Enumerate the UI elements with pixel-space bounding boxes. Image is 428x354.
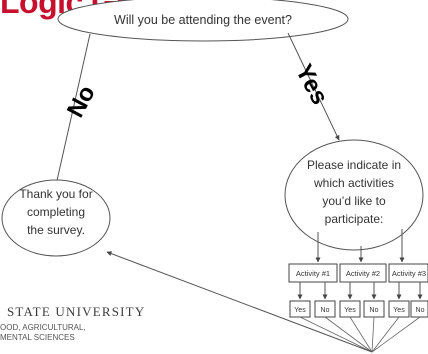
no-branch-arrow: [54, 33, 91, 186]
activity-3-label: Activity #3: [392, 269, 426, 278]
university-name: STATE UNIVERSITY: [7, 304, 146, 319]
activity-1-yes-label: Yes: [294, 307, 306, 314]
thank-you-node: [1, 179, 111, 257]
no-branch-label: No: [62, 81, 101, 122]
yes-branch-arrow: [287, 32, 340, 141]
activity-1-box: [288, 263, 338, 283]
activity-2-no-label: No: [370, 307, 379, 314]
return-line-3: [349, 316, 373, 353]
yes-branch-label: Yes: [290, 60, 333, 109]
return-line-2: [324, 316, 373, 353]
return-line-5: [371, 316, 400, 353]
return-line-6: [371, 316, 421, 353]
prompt-line-1: Please indicate in: [307, 158, 401, 172]
activity-2-label: Activity #2: [346, 269, 380, 278]
college-name: OOD, AGRICULTURAL, MENTAL SCIENCES: [0, 323, 86, 343]
college-line-1: OOD, AGRICULTURAL,: [0, 323, 86, 332]
question-node: [57, 0, 349, 42]
activity-2-box: [339, 263, 387, 283]
return-line-4: [371, 316, 375, 353]
return-line-1: [299, 316, 373, 353]
thank-you-line-2: completing: [27, 205, 85, 219]
activity-2-yes-label: Yes: [344, 307, 356, 314]
activity-1-label: Activity #1: [296, 269, 330, 278]
college-line-2: MENTAL SCIENCES: [0, 333, 75, 342]
activity-3-no-label: No: [416, 307, 425, 314]
prompt-line-2: which activities: [313, 176, 394, 190]
return-to-thank-you-arrow: [106, 251, 373, 353]
prompt-line-4: participate:: [325, 212, 384, 226]
activity-3-yes-label: Yes: [393, 307, 405, 314]
prompt-node: [284, 139, 424, 251]
thank-you-line-3: the survey.: [27, 223, 85, 237]
question-text: Will you be attending the event?: [114, 13, 292, 27]
activity-3-box: [388, 263, 428, 283]
activity-1-no-label: No: [321, 307, 330, 314]
prompt-line-3: you’d like to: [322, 194, 386, 208]
thank-you-line-1: Thank you for: [19, 187, 92, 201]
